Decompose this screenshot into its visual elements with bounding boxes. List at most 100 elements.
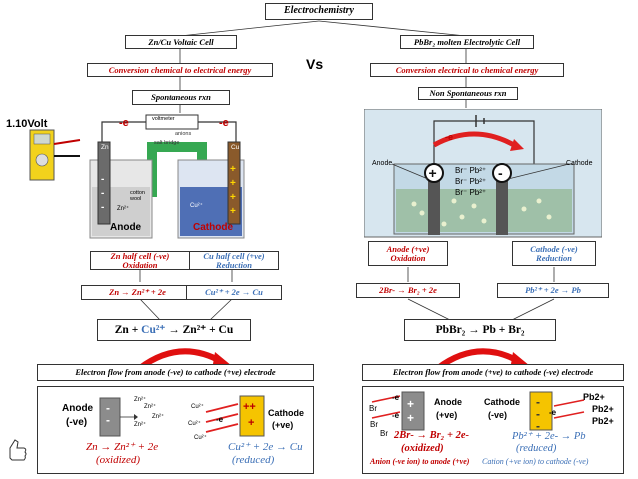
detail-anode-right-sign: (+ve) <box>436 410 458 420</box>
svg-text:-: - <box>101 174 104 185</box>
zn-detail-electrode <box>99 397 121 437</box>
left-overall-box: Zn + Cu²⁺ → Zn²⁺ + Cu <box>97 319 251 341</box>
cathode-rod <box>496 171 508 235</box>
salt-bridge-label: salt bridge <box>154 140 180 146</box>
cotton-wool-label: cotton wool <box>130 190 145 202</box>
svg-text:++: ++ <box>243 401 256 413</box>
detail-cu2-3: Cu²⁺ <box>194 435 207 441</box>
svg-text:+: + <box>248 417 254 429</box>
cathode-label-right: Cathode <box>566 160 593 167</box>
svg-text:+: + <box>230 178 236 189</box>
svg-text:-: - <box>106 413 110 427</box>
detail-cathode-right-sign: (-ve) <box>488 410 508 420</box>
svg-text:-: - <box>498 165 503 181</box>
svg-text:-: - <box>101 188 104 199</box>
detail-cathode-right: Cathode <box>484 397 520 407</box>
left-eq-cathode: Cu²⁺ + 2e → Cu <box>186 285 282 300</box>
cu-electrode-label: Cu <box>231 144 240 151</box>
right-cell-title: PbBr₂ molten Electrolytic Cell <box>400 35 534 49</box>
detail-pb-1: Pb2+ <box>583 392 605 402</box>
electron-right: -e <box>445 132 454 142</box>
overall-zn: Zn <box>114 323 129 336</box>
detail-eq2-left-note: (reduced) <box>232 454 275 466</box>
detail-eq2-left: Cu²⁺ + 2e → Cu <box>228 441 303 453</box>
overall-cu2: Cu²⁺ <box>141 323 166 336</box>
detail-br-1: Br <box>369 404 377 413</box>
anions-label: anions <box>175 131 192 137</box>
voltmeter-box <box>145 114 199 130</box>
svg-text:+: + <box>230 164 236 175</box>
detail-cathode-left-sign: (+ve) <box>272 420 294 430</box>
detail-anode-right: Anode <box>434 397 462 407</box>
cu-electrode <box>227 141 241 225</box>
detail-eq1-right-note: (oxidized) <box>401 443 444 454</box>
detail-cathode-left: Cathode <box>268 408 304 418</box>
plus-circle <box>424 163 444 183</box>
right-eq-anode: 2Br- → Br₂ + 2e <box>356 283 460 298</box>
left-conversion: Conversion chemical to electrical energy <box>87 63 273 77</box>
right-half-anode-line1: Anode (+ve) <box>386 243 430 254</box>
detail-anode-left: Anode <box>62 403 94 414</box>
right-half-cathode-line1: Cathode (-ve) <box>530 243 578 254</box>
detail-pb-2: Pb2+ <box>592 404 614 414</box>
right-detail-box <box>362 386 624 474</box>
overall-plus: + <box>128 323 142 336</box>
right-flow-box: Electron flow from anode (+ve) to cathod… <box>362 364 624 381</box>
cathode-detail-electrode <box>529 391 553 431</box>
right-spontaneity: Non Spontaneous rxn <box>418 87 518 100</box>
detail-eq1-right: 2Br- → Br₂ + 2e- <box>394 430 469 441</box>
detail-eq2-right: Pb²⁺ + 2e- → Pb <box>512 431 586 442</box>
detail-right-electrodes: + + - - - <box>371 391 585 433</box>
thumbs-up-icon <box>9 439 27 461</box>
right-half-anode-box: Anode (+ve) Oxidation <box>368 241 448 266</box>
svg-text:+: + <box>407 411 414 425</box>
svg-text:+: + <box>429 165 437 181</box>
detail-eq1-left-note: (oxidized) <box>96 454 140 466</box>
detail-eq2-right-note: (reduced) <box>516 443 557 454</box>
svg-text:+: + <box>230 206 236 217</box>
ion-row-3: Br⁻ Pb²⁺ <box>455 188 487 197</box>
left-detail-box <box>37 386 314 474</box>
detail-pb-3: Pb2+ <box>592 416 614 426</box>
svg-text:-: - <box>106 401 110 415</box>
detail-zn2-4: Zn²⁺ <box>134 422 147 428</box>
left-half-anode-line2: Oxidation <box>122 259 158 270</box>
left-half-cathode-line1: Cu half cell (+ve) <box>203 250 265 261</box>
left-eq-anode: Zn → Zn²⁺ + 2e <box>81 285 194 300</box>
detail-zn2-2: Zn²⁺ <box>144 404 157 410</box>
anode-detail-electrode <box>401 391 425 431</box>
svg-text:-: - <box>536 395 540 409</box>
svg-text:+: + <box>230 192 236 203</box>
left-half-cathode-line2: Reduction <box>216 259 252 270</box>
right-overall-box: PbBr₂ → Pb + Br₂ <box>404 319 556 341</box>
svg-text:-: - <box>101 202 104 213</box>
vs-label: Vs <box>306 56 324 72</box>
left-half-anode-box: Zn half cell (-ve) Oxidation <box>90 251 190 270</box>
left-cell-title: Zn/Cu Voltaic Cell <box>125 35 237 49</box>
left-flow-box: Electron flow from anode (-ve) to cathod… <box>37 364 314 381</box>
cathode-label-left: Cathode <box>193 222 233 233</box>
svg-text:-: - <box>536 419 540 433</box>
electron-left-1: -e <box>119 117 129 129</box>
zn-electrode <box>97 141 111 225</box>
zn-electrode-label: Zn <box>101 144 109 151</box>
ion-row-2: Br⁻ Pb²⁺ <box>455 177 487 186</box>
detail-left-electrodes: - - ++ + <box>99 395 265 437</box>
right-half-cathode-box: Cathode (-ve) Reduction <box>512 241 596 266</box>
detail-br-2: Br <box>370 420 378 429</box>
anode-label-right: Anode <box>372 160 393 167</box>
detail-e-left: -e <box>216 415 224 424</box>
detail-anode-left-sign: (-ve) <box>66 417 88 428</box>
svg-text:+: + <box>407 397 414 411</box>
left-half-anode-line1: Zn half cell (-ve) <box>110 250 170 261</box>
electrolytic-cell-illustration: + - <box>364 109 602 238</box>
right-conversion: Conversion electrical to chemical energy <box>370 63 564 77</box>
detail-cu2-2: Cu²⁺ <box>188 421 201 427</box>
left-half-cathode-box: Cu half cell (+ve) Reduction <box>189 251 279 270</box>
minus-circle <box>492 163 512 183</box>
left-spontaneity: Spontaneous rxn <box>132 90 230 105</box>
right-half-cathode-line2: Reduction <box>536 252 572 263</box>
ion-row-1: Br⁻ Pb²⁺ <box>455 166 487 175</box>
voltaic-cell-illustration: - - - + + + + <box>29 114 245 239</box>
